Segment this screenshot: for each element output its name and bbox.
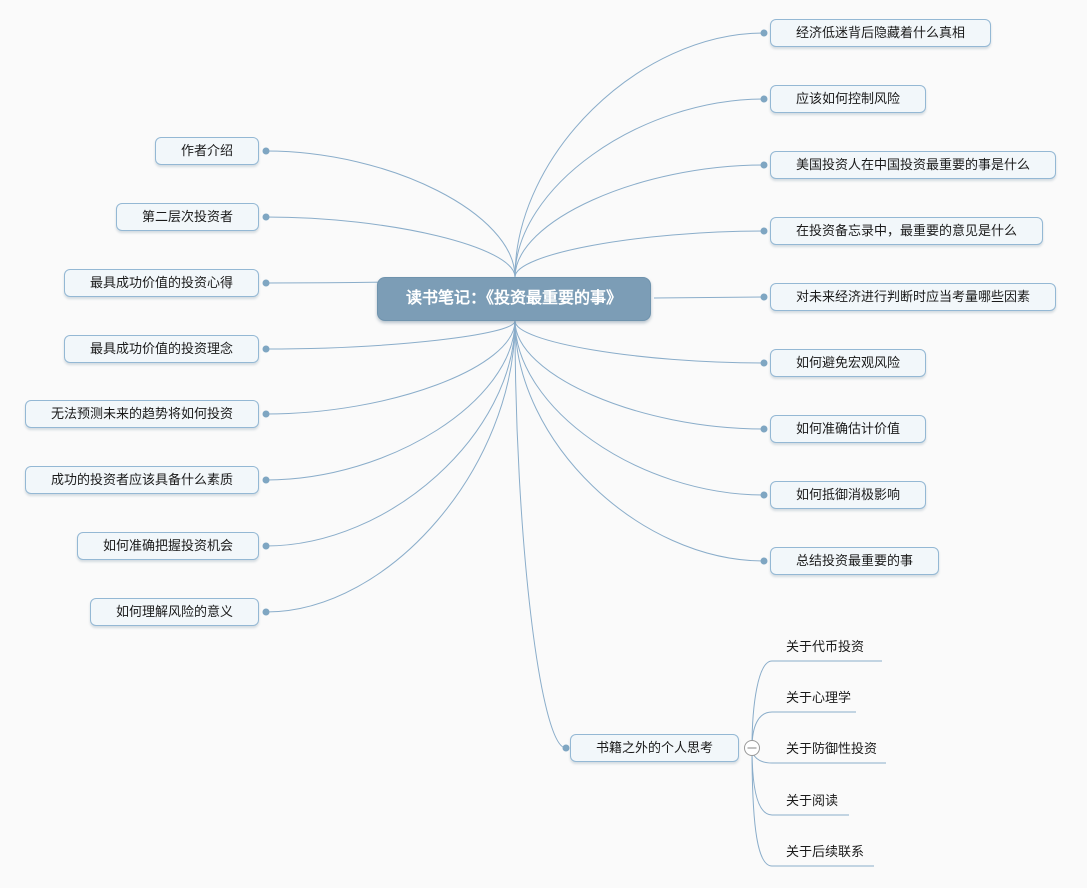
- connector-edge: [514, 320, 765, 496]
- connector-dot: [262, 147, 270, 155]
- connector-edge: [265, 216, 516, 278]
- mindmap-node[interactable]: 最具成功价值的投资理念: [63, 335, 259, 363]
- connector-dot: [262, 345, 270, 353]
- mindmap-node[interactable]: 如何抵御消极影响: [770, 481, 927, 509]
- connector-edge: [265, 320, 516, 350]
- connector-dot: [760, 425, 768, 433]
- connector-edge: [265, 320, 516, 547]
- root-node[interactable]: 读书笔记：《投资最重要的事》: [377, 277, 652, 321]
- connector-edge: [265, 320, 516, 481]
- connector-dot: [760, 359, 768, 367]
- connector-edge: [751, 660, 882, 749]
- mindmap-node-personal-thoughts[interactable]: 书籍之外的个人思考: [570, 734, 740, 762]
- mindmap-node[interactable]: 总结投资最重要的事: [770, 547, 940, 575]
- connector-edge: [514, 164, 765, 278]
- mindmap-subnode[interactable]: 关于心理学: [786, 690, 852, 705]
- mindmap-node[interactable]: 如何准确估计价值: [770, 415, 927, 443]
- mindmap-node[interactable]: 在投资备忘录中，最重要的意见是什么: [770, 217, 1044, 245]
- mindmap-subnode[interactable]: 关于代币投资: [786, 639, 865, 654]
- connector-dot: [262, 279, 270, 287]
- connector-edge: [265, 150, 516, 278]
- mindmap-subnode[interactable]: 关于阅读: [786, 793, 839, 808]
- mindmap-node[interactable]: 美国投资人在中国投资最重要的事是什么: [770, 151, 1057, 179]
- connector-edge: [514, 320, 765, 364]
- connector-dot: [760, 491, 768, 499]
- connector-dot: [760, 29, 768, 37]
- mindmap-node[interactable]: 经济低迷背后隐藏着什么真相: [770, 19, 992, 47]
- connector-edge: [653, 296, 765, 299]
- connector-edge: [514, 98, 765, 278]
- connector-dot: [262, 476, 270, 484]
- mindmap-node[interactable]: 作者介绍: [154, 137, 259, 165]
- connector-edge: [514, 32, 765, 278]
- mindmap-node[interactable]: 对未来经济进行判断时应当考量哪些因素: [770, 283, 1057, 311]
- connector-edge: [265, 320, 516, 415]
- connector-dot: [262, 542, 270, 550]
- mindmap-node[interactable]: 如何理解风险的意义: [89, 598, 259, 626]
- connector-edge: [514, 320, 567, 749]
- connector-dot: [262, 213, 270, 221]
- mindmap-node[interactable]: 无法预测未来的趋势将如何投资: [24, 400, 259, 428]
- connector-dot: [262, 608, 270, 616]
- connector-dot: [262, 410, 270, 418]
- connector-dot: [760, 161, 768, 169]
- mindmap-node[interactable]: 成功的投资者应该具备什么素质: [24, 466, 259, 494]
- connector-dot: [760, 557, 768, 565]
- connector-edge: [514, 320, 765, 562]
- collapse-toggle[interactable]: [744, 740, 760, 756]
- connector-edge: [514, 320, 765, 430]
- mindmap-node[interactable]: 最具成功价值的投资心得: [63, 269, 259, 297]
- mindmap-node[interactable]: 第二层次投资者: [115, 203, 259, 231]
- connector-dot: [760, 95, 768, 103]
- mindmap-subnode[interactable]: 关于后续联系: [786, 844, 865, 859]
- connector-edge: [751, 747, 874, 867]
- connector-edge: [265, 320, 516, 613]
- connector-dot: [760, 227, 768, 235]
- mindmap-subnode[interactable]: 关于防御性投资: [786, 741, 878, 756]
- connector-dot: [562, 744, 570, 752]
- connector-dot: [760, 293, 768, 301]
- mindmap-node[interactable]: 应该如何控制风险: [770, 85, 927, 113]
- mindmap-node[interactable]: 如何避免宏观风险: [770, 349, 927, 377]
- mindmap-node[interactable]: 如何准确把握投资机会: [76, 532, 259, 560]
- connector-edge: [514, 230, 765, 278]
